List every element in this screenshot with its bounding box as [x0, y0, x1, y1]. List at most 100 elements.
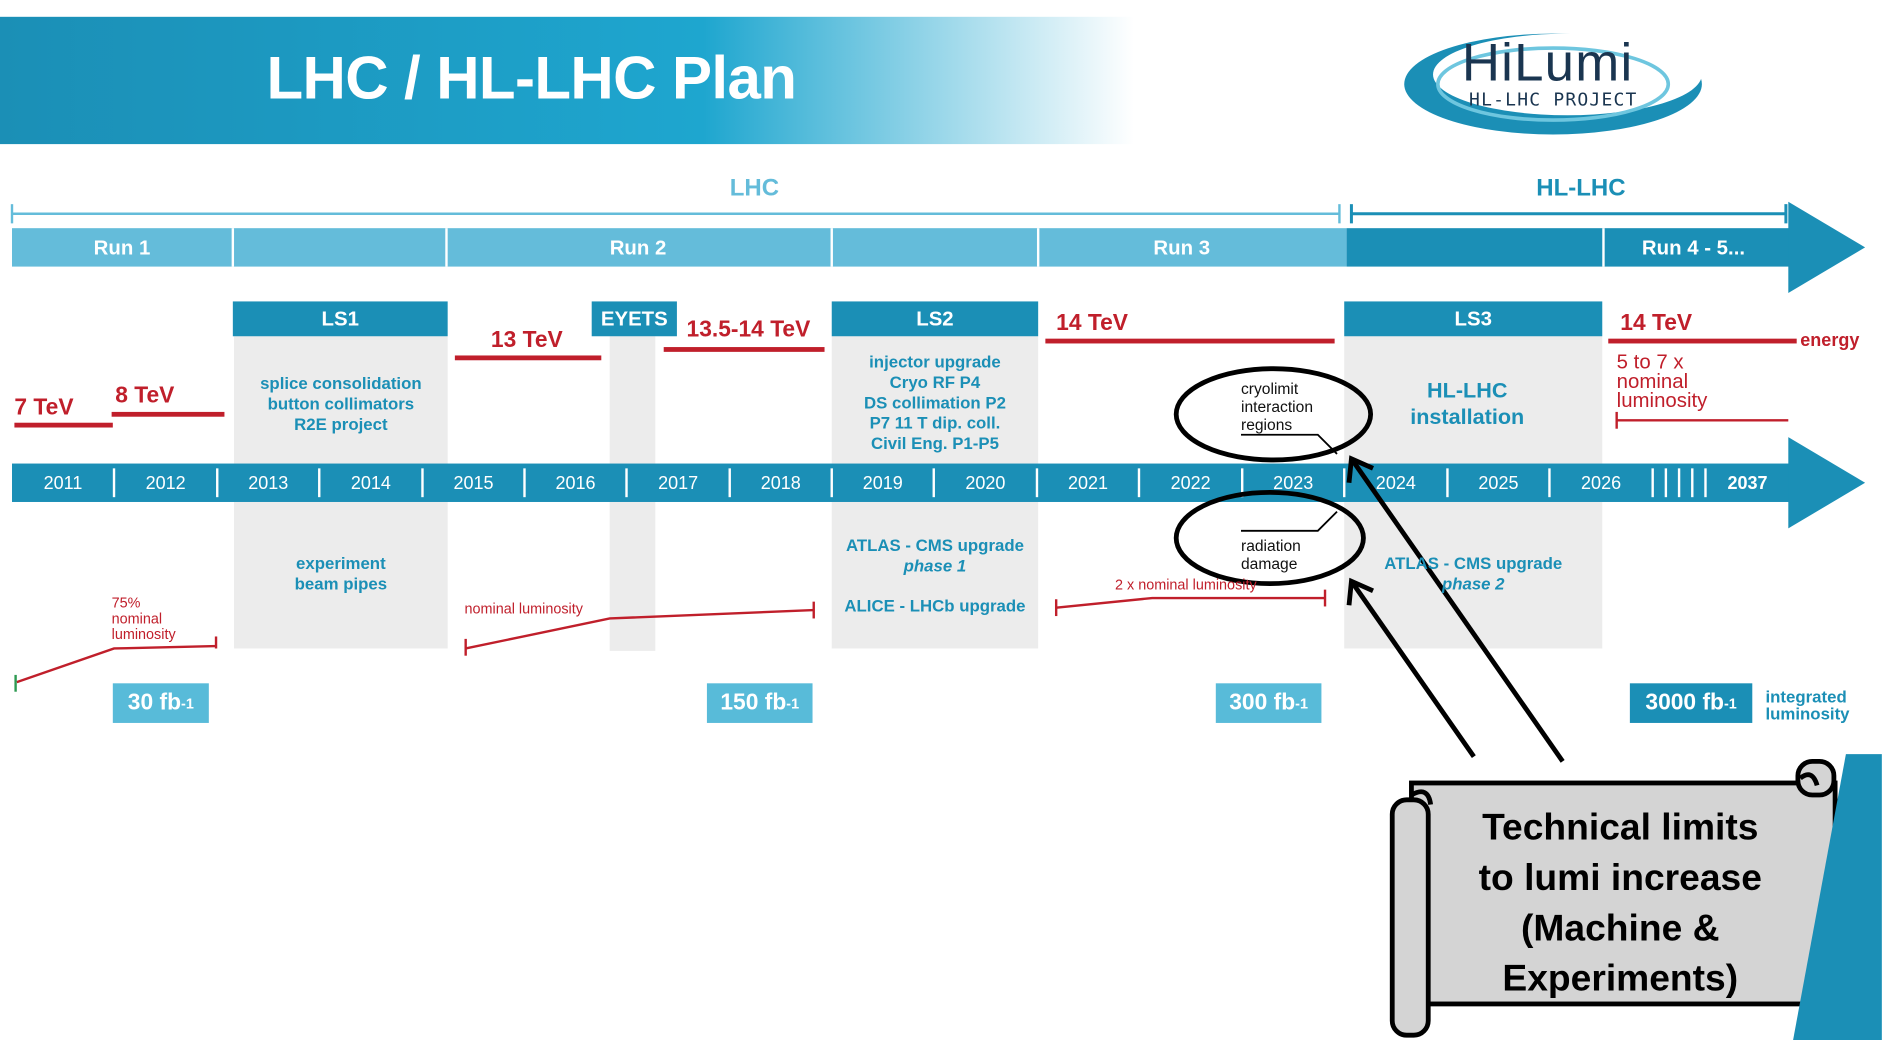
run-bar-lhc [12, 228, 1347, 267]
year-2022: 2022 [1170, 473, 1211, 494]
ls1-lower: experiment beam pipes [234, 554, 448, 595]
ls2-phase1: phase 1 [903, 556, 967, 576]
rad-l2: damage [1241, 554, 1298, 573]
int-lumi-run2-value: 150 fb [720, 689, 787, 716]
int-lumi-run1: 30 fb-1 [112, 683, 209, 723]
year-2015: 2015 [453, 473, 494, 494]
year-bar [12, 463, 1791, 502]
scroll-l4: Experiments) [1502, 957, 1739, 1000]
energy-14tev-run3: 14 TeV [1056, 311, 1129, 337]
logo-sub-text: HL-LHC PROJECT [1469, 88, 1638, 111]
int-lumi-hl: 3000 fb-1 [1629, 683, 1753, 723]
run-3: Run 3 [1153, 236, 1211, 260]
lumi-note-run1-l3: luminosity [111, 625, 176, 643]
cryo-l1: cryolimit [1241, 379, 1299, 398]
year-2014: 2014 [350, 473, 391, 494]
lumi-note-run2: nominal luminosity [464, 600, 583, 618]
int-lumi-run3-sup: -1 [1295, 694, 1308, 712]
ls3-header: LS3 [1344, 301, 1603, 337]
ls2-note-2: Cryo RF P4 [889, 372, 981, 392]
run-bar-hl [1346, 228, 1791, 267]
cryolimit-ellipse [1173, 366, 1374, 463]
hl-lumi-note-line3: luminosity [1616, 389, 1708, 412]
energy-13-5-14tev: 13.5-14 TeV [686, 317, 811, 343]
year-2011: 2011 [43, 473, 83, 494]
energy-label: energy [1800, 330, 1860, 351]
ls3-notes: HL-LHC installation [1344, 377, 1590, 430]
ls2-note-1: injector upgrade [869, 351, 1001, 372]
year-2037: 2037 [1727, 473, 1768, 494]
corner-accent [1793, 754, 1882, 1040]
energy-14tev-hl: 14 TeV [1620, 311, 1693, 337]
year-2021: 2021 [1067, 473, 1109, 494]
year-2025: 2025 [1478, 473, 1519, 494]
year-2017: 2017 [658, 473, 699, 494]
ls2-note-3: DS collimation P2 [863, 392, 1006, 412]
year-2020: 2020 [965, 473, 1006, 494]
eyets-header: EYETS [591, 301, 677, 337]
radiation-callout: radiation damage [1241, 537, 1301, 573]
int-lumi-run1-sup: -1 [181, 694, 194, 712]
ls3-atlas: ATLAS - CMS upgrade [1384, 553, 1563, 573]
ls1-note-2: button collimators [267, 393, 415, 414]
hl-lumi-note: 5 to 7 x nominal luminosity [1616, 350, 1708, 412]
ls3-lower: ATLAS - CMS upgrade phase 2 [1344, 554, 1602, 595]
ls3-phase2: phase 2 [1441, 574, 1505, 594]
ls2-atlas: ATLAS - CMS upgrade [845, 535, 1024, 555]
pointer-arrows [1346, 455, 1565, 763]
year-2023: 2023 [1273, 473, 1314, 494]
year-2026: 2026 [1581, 473, 1622, 494]
era-lhc: LHC [729, 175, 780, 202]
ls1-notes: splice consolidation button collimators … [234, 373, 448, 434]
int-lumi-hl-sup: -1 [1723, 694, 1737, 712]
ls2-alice: ALICE - LHCb upgrade [844, 595, 1026, 615]
era-hllhc: HL-LHC [1536, 175, 1626, 202]
int-lumi-label-l2: luminosity [1765, 703, 1850, 723]
year-2024: 2024 [1375, 473, 1416, 494]
ls2-note-5: Civil Eng. P1-P5 [870, 433, 999, 453]
cryo-l2: interaction [1241, 397, 1313, 416]
year-bar-arrowhead [1788, 437, 1866, 529]
ls2-note-4: P7 11 T dip. coll. [869, 413, 1001, 433]
run-4-5: Run 4 - 5... [1641, 236, 1746, 260]
scroll-message: Technical limits to lumi increase (Machi… [1431, 802, 1810, 1004]
year-2016: 2016 [555, 473, 596, 494]
scroll-l1: Technical limits [1482, 805, 1759, 848]
int-lumi-run2-sup: -1 [786, 694, 800, 712]
ls1-lower-2: beam pipes [294, 574, 388, 594]
year-2019: 2019 [862, 473, 903, 494]
hl-lumi-note-line1: 5 to 7 x [1616, 350, 1684, 374]
year-2018: 2018 [760, 473, 801, 494]
ls2-header: LS2 [831, 301, 1039, 337]
run-1: Run 1 [93, 236, 151, 260]
run-bar-arrowhead [1788, 201, 1866, 294]
energy-13tev: 13 TeV [490, 327, 563, 354]
ls3-note-2: installation [1410, 404, 1525, 429]
run-2: Run 2 [609, 236, 667, 260]
ls3-note-1: HL-LHC [1427, 378, 1508, 403]
int-lumi-run2: 150 fb-1 [706, 683, 813, 723]
int-lumi-run3: 300 fb-1 [1215, 683, 1322, 723]
lhc-bracket [10, 204, 1341, 224]
int-lumi-label-l1: integrated [1765, 686, 1847, 707]
radiation-ellipse [1173, 489, 1366, 587]
energy-8tev: 8 TeV [115, 383, 175, 409]
lumi-note-run1-l2: nominal [111, 610, 163, 627]
year-2012: 2012 [145, 473, 186, 494]
year-2013: 2013 [248, 473, 289, 494]
rad-l1: radiation [1241, 536, 1301, 555]
energy-7tev: 7 TeV [14, 395, 74, 421]
hilumi-logo: HiLumi HL-LHC PROJECT [1399, 17, 1711, 142]
int-lumi-hl-value: 3000 fb [1645, 689, 1724, 716]
title-banner [0, 16, 1135, 145]
lumi-note-run3: 2 x nominal luminosity [1114, 576, 1257, 594]
int-lumi-run3-value: 300 fb [1229, 689, 1296, 716]
ls1-note-1: splice consolidation [260, 373, 422, 393]
logo-main-text: HiLumi [1461, 33, 1634, 93]
scroll-l2: to lumi increase [1478, 856, 1762, 899]
lumi-note-run1: 75% nominal luminosity [111, 595, 176, 643]
hl-lumi-note-line2: nominal [1616, 369, 1689, 393]
int-lumi-run1-value: 30 fb [127, 689, 182, 716]
page-title: LHC / HL-LHC Plan [266, 44, 797, 112]
